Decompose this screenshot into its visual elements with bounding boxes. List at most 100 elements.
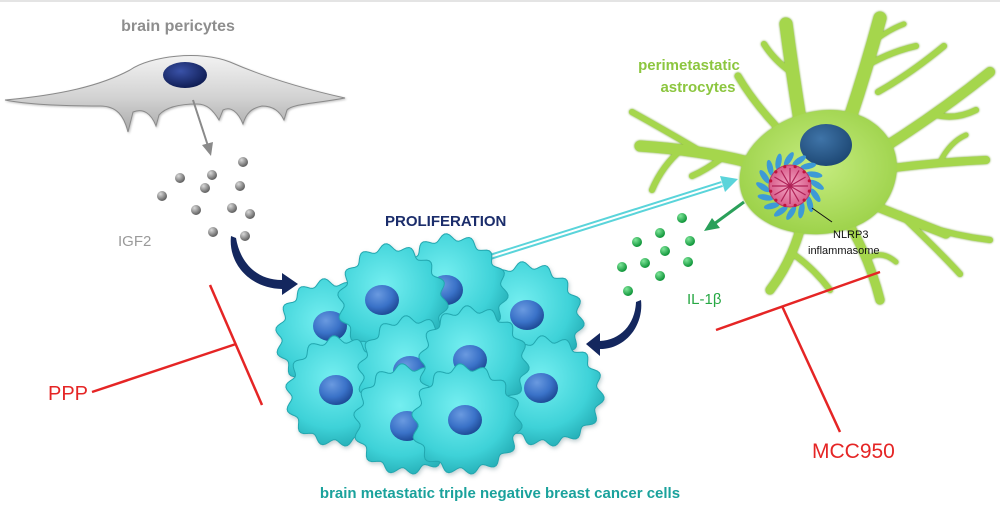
astrocyte-process bbox=[937, 132, 969, 165]
ppp-inhibition-stem bbox=[91, 342, 237, 394]
cancer-cell bbox=[473, 261, 585, 373]
il1b-dot bbox=[685, 236, 695, 246]
cancer-cell bbox=[411, 363, 523, 475]
inflammasome-petal bbox=[763, 202, 780, 210]
inflammasome-dot bbox=[769, 179, 773, 183]
cancer-cell-nucleus bbox=[365, 285, 399, 315]
il1b-dot bbox=[623, 286, 633, 296]
inflammasome-petal bbox=[786, 206, 797, 220]
inflammasome-dot bbox=[807, 189, 811, 193]
igf2-dot bbox=[235, 181, 245, 191]
astrocyte-process bbox=[875, 43, 947, 95]
inflammasome-spoke bbox=[789, 185, 800, 202]
igf2-dot bbox=[157, 191, 167, 201]
astrocytes-label-line1: perimetastatic bbox=[638, 57, 740, 74]
cells-to-astrocyte-arrow bbox=[489, 176, 738, 260]
cancer-cell-nucleus bbox=[313, 311, 347, 341]
inflammasome-dot bbox=[807, 179, 811, 183]
il1b-dot bbox=[655, 271, 665, 281]
inflammasome-spoke bbox=[780, 170, 791, 187]
astrocyte-process bbox=[793, 253, 833, 293]
cancer-cell bbox=[275, 278, 387, 390]
astrocyte-nucleus bbox=[800, 124, 852, 166]
mcc950-inhibition-stem bbox=[780, 305, 842, 433]
igf2-molecules bbox=[157, 157, 255, 241]
inflammasome-spoke bbox=[774, 185, 791, 196]
astrocyte-process bbox=[865, 252, 899, 265]
inflammasome-dot bbox=[793, 165, 797, 169]
astrocyte-process bbox=[765, 225, 805, 295]
il1b-dot bbox=[677, 213, 687, 223]
cancer-cells-caption: brain metastatic triple negative breast … bbox=[320, 485, 680, 502]
inflammasome-petal bbox=[792, 155, 807, 166]
il1b-dot bbox=[660, 246, 670, 256]
astrocyte-process bbox=[845, 221, 885, 305]
inflammasome-dot bbox=[774, 198, 778, 202]
cancer-cell bbox=[337, 243, 449, 355]
inflammasome-dot bbox=[802, 170, 806, 174]
igf2-dot bbox=[227, 203, 237, 213]
astrocyte-process bbox=[843, 11, 887, 125]
cancer-cell-nucleus bbox=[319, 375, 353, 405]
igf2-dot bbox=[240, 231, 250, 241]
ppp-inhibition bbox=[91, 284, 264, 406]
astrocyte-secretion-arrow bbox=[704, 200, 745, 231]
astrocyte-process bbox=[629, 109, 703, 154]
nlrp3-label-line2: inflammasome bbox=[808, 245, 880, 257]
inflammasome-dot bbox=[793, 203, 797, 207]
il1b-molecules bbox=[617, 213, 695, 296]
inflammasome-dot bbox=[783, 203, 787, 207]
inflammasome-petal bbox=[756, 182, 770, 193]
nlrp3-inflammasome bbox=[756, 152, 824, 220]
proliferation-label: PROLIFERATION bbox=[385, 213, 506, 230]
igf2-dot bbox=[208, 227, 218, 237]
il1b-to-cells-arrow bbox=[586, 300, 642, 356]
astrocyte-process bbox=[649, 146, 685, 193]
inflammasome-spoke bbox=[774, 176, 791, 187]
inflammasome-dot bbox=[783, 165, 787, 169]
inflammasome-spoke bbox=[789, 176, 806, 187]
mcc950-inhibition bbox=[715, 270, 881, 433]
pericyte-nucleus bbox=[163, 62, 207, 88]
cancer-cell-nucleus bbox=[524, 373, 558, 403]
inflammasome-petal bbox=[773, 206, 788, 217]
astrocyte-process bbox=[883, 67, 995, 150]
inflammasome-spoke bbox=[789, 170, 800, 187]
inflammasome-petal bbox=[810, 188, 821, 203]
igf2-dot bbox=[175, 173, 185, 183]
astrocyte-process bbox=[863, 43, 919, 69]
astrocyte-process bbox=[870, 21, 907, 45]
il1b-dot bbox=[632, 237, 642, 247]
astrocyte-process bbox=[933, 107, 979, 120]
inflammasome-petal bbox=[806, 171, 823, 178]
igf2-dot bbox=[245, 209, 255, 219]
pericyte-secretion-arrow bbox=[192, 99, 213, 156]
inflammasome-petal bbox=[800, 162, 817, 170]
astrocyte-process bbox=[761, 41, 794, 75]
cancer-cell bbox=[285, 335, 397, 447]
pericyte-body bbox=[4, 55, 346, 133]
cancer-cell-nucleus bbox=[510, 300, 544, 330]
nlrp3-leader-line bbox=[811, 207, 833, 223]
il1b-dot bbox=[617, 262, 627, 272]
inflammasome-petal bbox=[759, 169, 770, 184]
astrocytes-label-line2: astrocytes bbox=[660, 79, 735, 96]
ppp-label: PPP bbox=[48, 383, 88, 405]
inflammasome-dot bbox=[774, 170, 778, 174]
nlrp3-label-line1: NLRP3 bbox=[833, 229, 868, 241]
inflammasome-petal bbox=[766, 159, 774, 176]
astrocyte-process bbox=[734, 72, 779, 129]
il1b-dot bbox=[655, 228, 665, 238]
astrocyte-process bbox=[897, 211, 963, 277]
pericytes-label: brain pericytes bbox=[121, 18, 235, 35]
il1b-label: IL-1β bbox=[687, 291, 722, 308]
inflammasome-petal bbox=[810, 179, 824, 190]
inflammasome-spoke bbox=[780, 185, 791, 202]
astrocyte-process bbox=[919, 222, 993, 243]
il1b-dot bbox=[683, 257, 693, 267]
igf2-dot bbox=[191, 205, 201, 215]
inflammasome-spoke bbox=[789, 185, 806, 196]
inflammasome-spokes bbox=[769, 165, 811, 207]
inflammasome-petal bbox=[775, 153, 782, 170]
